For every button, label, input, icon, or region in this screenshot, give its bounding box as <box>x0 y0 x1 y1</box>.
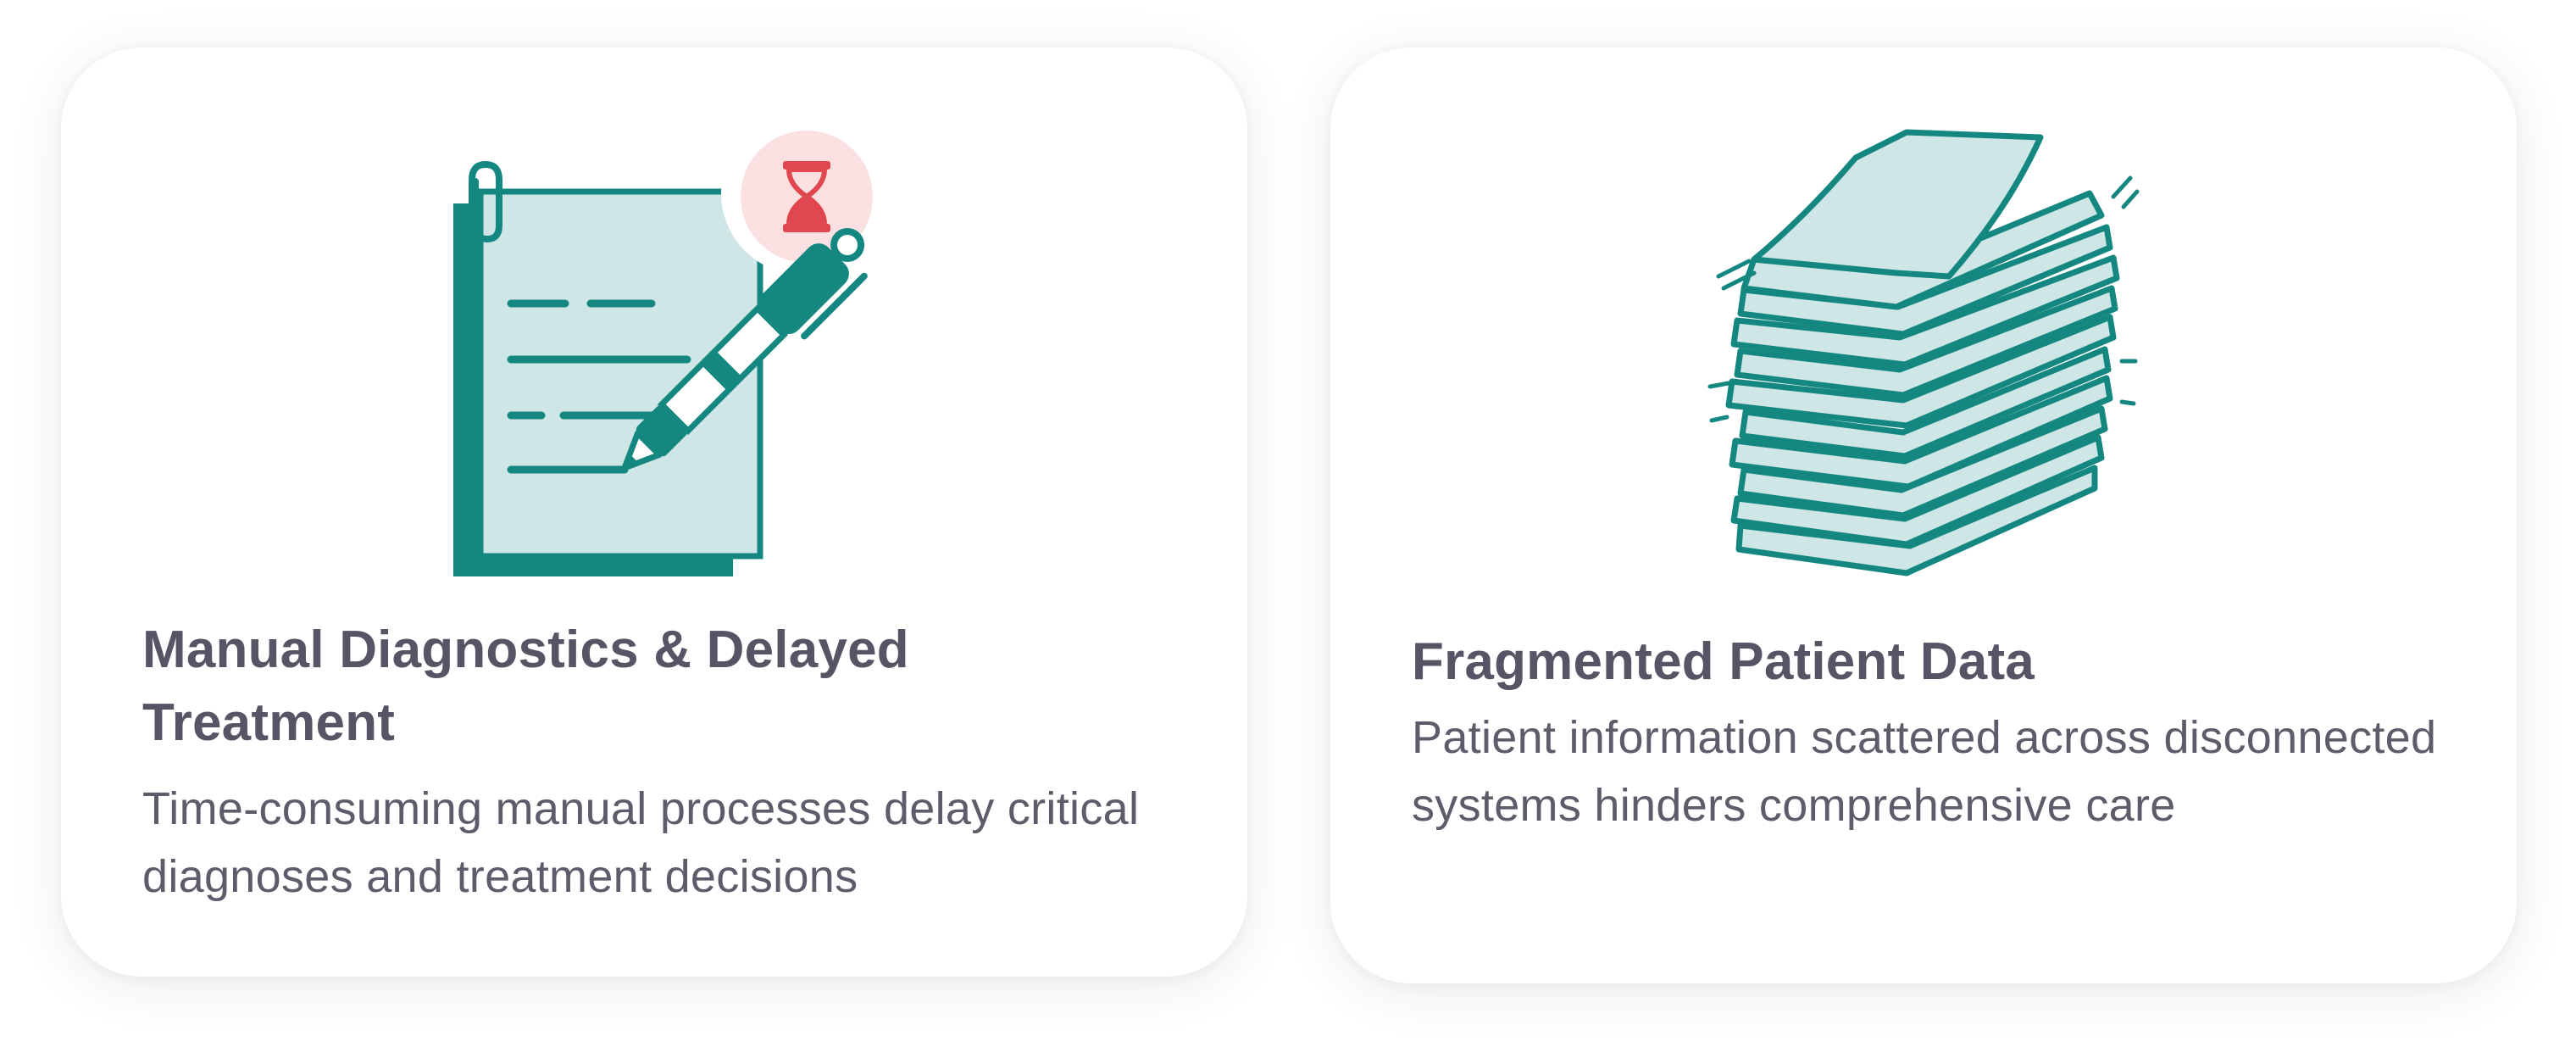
problem-card-manual-diagnostics: Manual Diagnostics & Delayed Treatment T… <box>61 47 1247 977</box>
card-description: Patient information scattered across dis… <box>1412 712 2437 831</box>
card-title: Fragmented Patient Data <box>1412 632 2035 691</box>
problem-card-fragmented-data: Fragmented Patient Data Patient informat… <box>1330 47 2517 983</box>
card-title: Manual Diagnostics & Delayed Treatment <box>142 621 909 752</box>
clipboard-pen-hourglass-icon <box>447 80 938 605</box>
card-description: Time-consuming manual processes delay cr… <box>142 783 1140 902</box>
paper-stack-icon <box>1703 115 2144 590</box>
